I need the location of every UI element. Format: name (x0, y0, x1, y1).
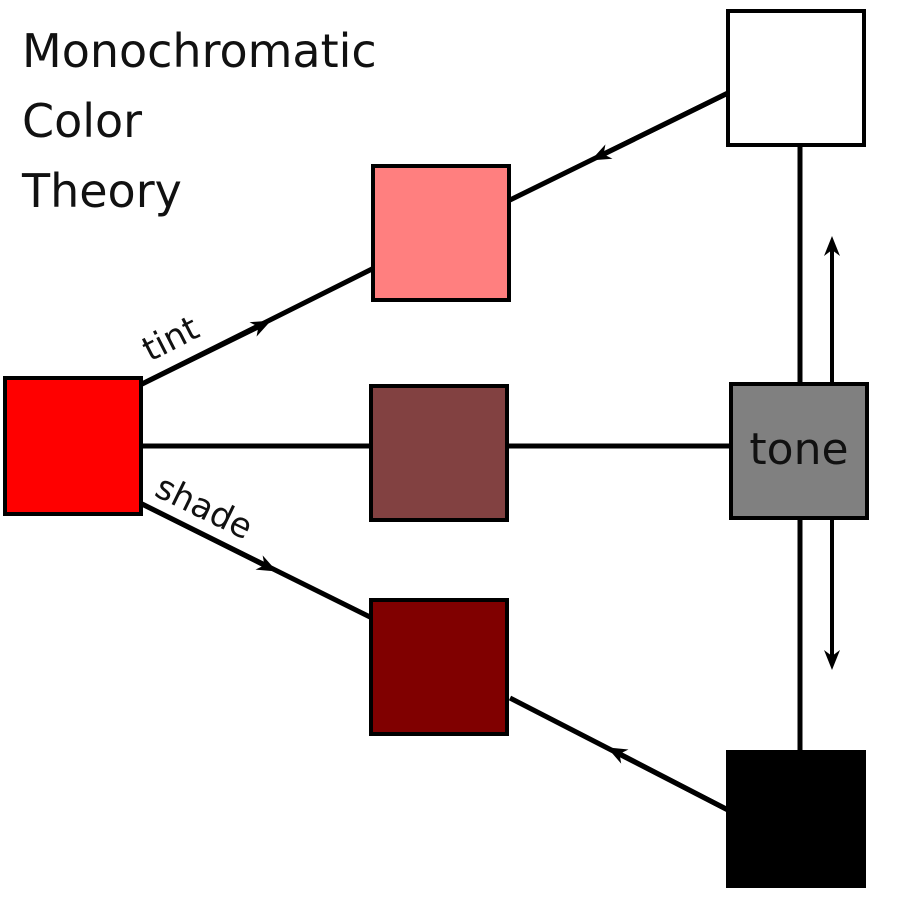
title-line-3: Theory (21, 164, 182, 218)
title-line-2: Color (22, 94, 142, 148)
white-swatch (726, 9, 866, 147)
tint-swatch (371, 164, 511, 302)
shade-swatch (369, 598, 509, 736)
shade-direction-arrow (140, 501, 277, 572)
tone-result-swatch (369, 384, 509, 522)
tint-label: tint (136, 308, 206, 370)
tone-label: tone (749, 424, 848, 475)
black-to-shade-direction-arrow (607, 747, 730, 813)
black-swatch (726, 750, 866, 888)
base-red-swatch (3, 376, 143, 516)
gray-tone-swatch (729, 382, 869, 520)
white-to-tint-direction-arrow (591, 89, 732, 161)
tint-direction-arrow (140, 320, 271, 387)
title-line-1: Monochromatic (22, 24, 377, 78)
